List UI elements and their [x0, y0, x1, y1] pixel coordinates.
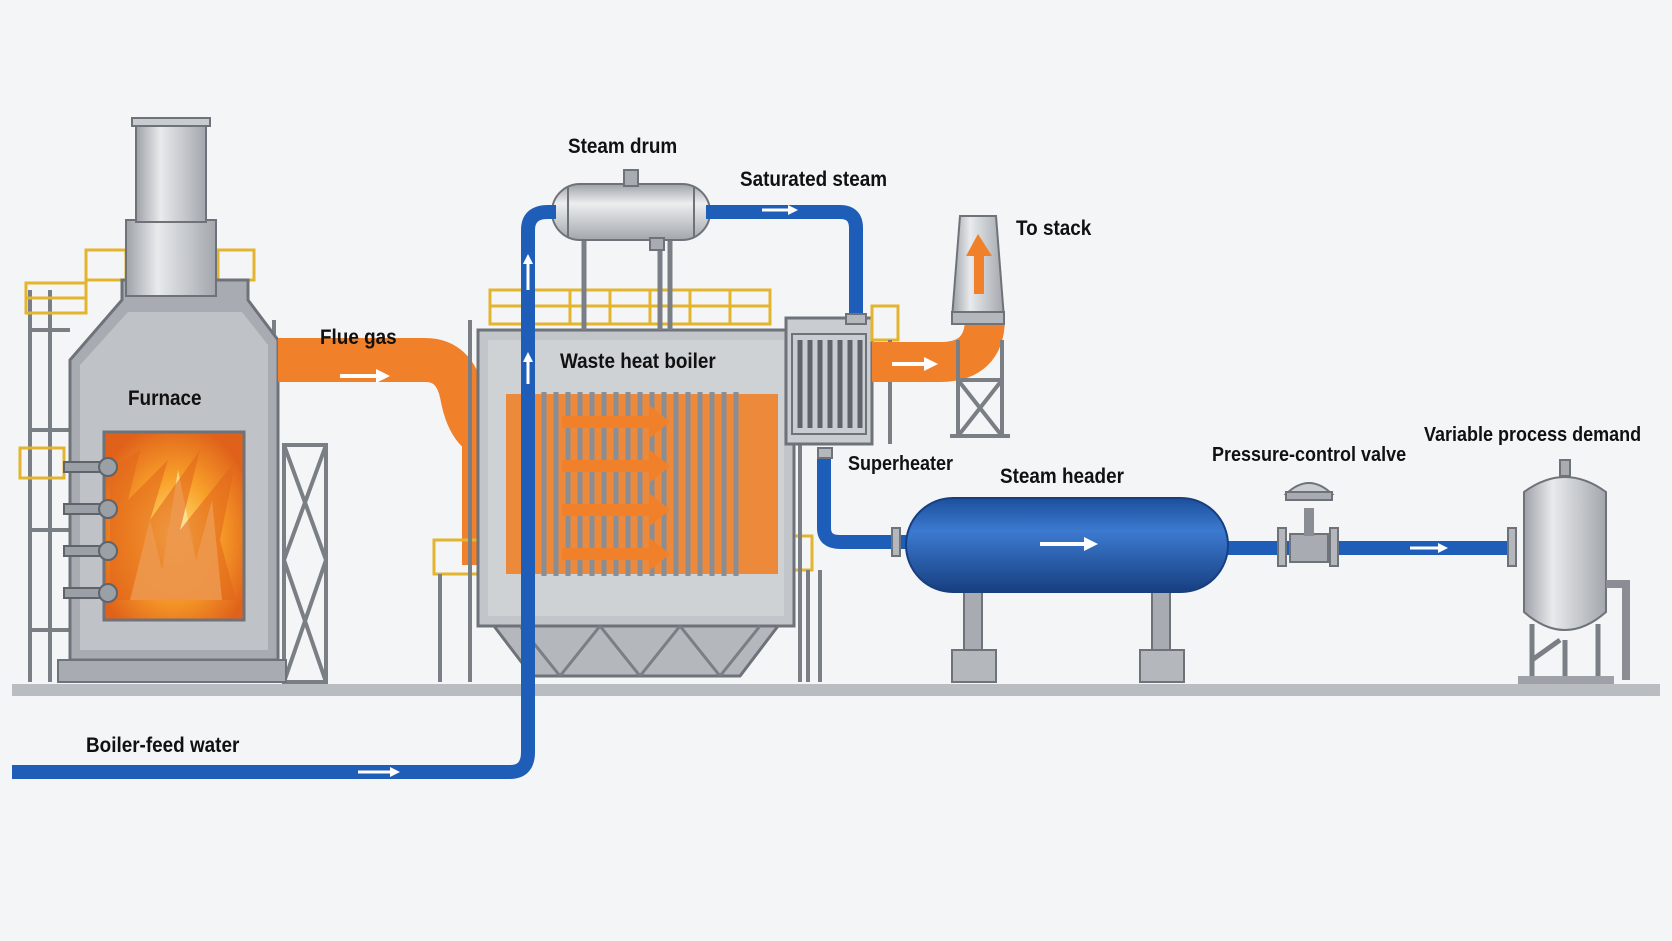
ground-line: [12, 684, 1660, 696]
exhaust-stack: [872, 215, 1010, 438]
label-flue-gas: Flue gas: [320, 326, 397, 349]
process-demand-vessel: [1518, 459, 1630, 684]
label-waste-heat-boiler: Waste heat boiler: [560, 350, 716, 373]
label-steam-header: Steam header: [1000, 465, 1124, 488]
label-saturated-steam: Saturated steam: [740, 168, 888, 191]
burner-nozzles: [63, 457, 118, 603]
label-boiler-feed-water: Boiler-feed water: [86, 734, 240, 757]
label-to-stack: To stack: [1016, 217, 1092, 240]
pipe-flow-arrows: [358, 205, 1448, 777]
pressure-control-valve: [1277, 482, 1339, 567]
steam-drum: [551, 169, 711, 251]
gas-flow-arrows: [562, 406, 670, 570]
label-steam-drum: Steam drum: [568, 135, 678, 158]
superheater: [784, 304, 900, 446]
label-superheater: Superheater: [848, 453, 954, 475]
water-steam-piping: [12, 205, 1510, 779]
label-pressure-control-valve: Pressure-control valve: [1212, 444, 1407, 466]
furnace-unit: [18, 117, 328, 684]
steam-header-tank: [905, 497, 1229, 683]
label-variable-process-demand: Variable process demand: [1424, 424, 1642, 446]
label-furnace: Furnace: [128, 387, 202, 410]
waste-heat-boiler: [432, 236, 822, 682]
